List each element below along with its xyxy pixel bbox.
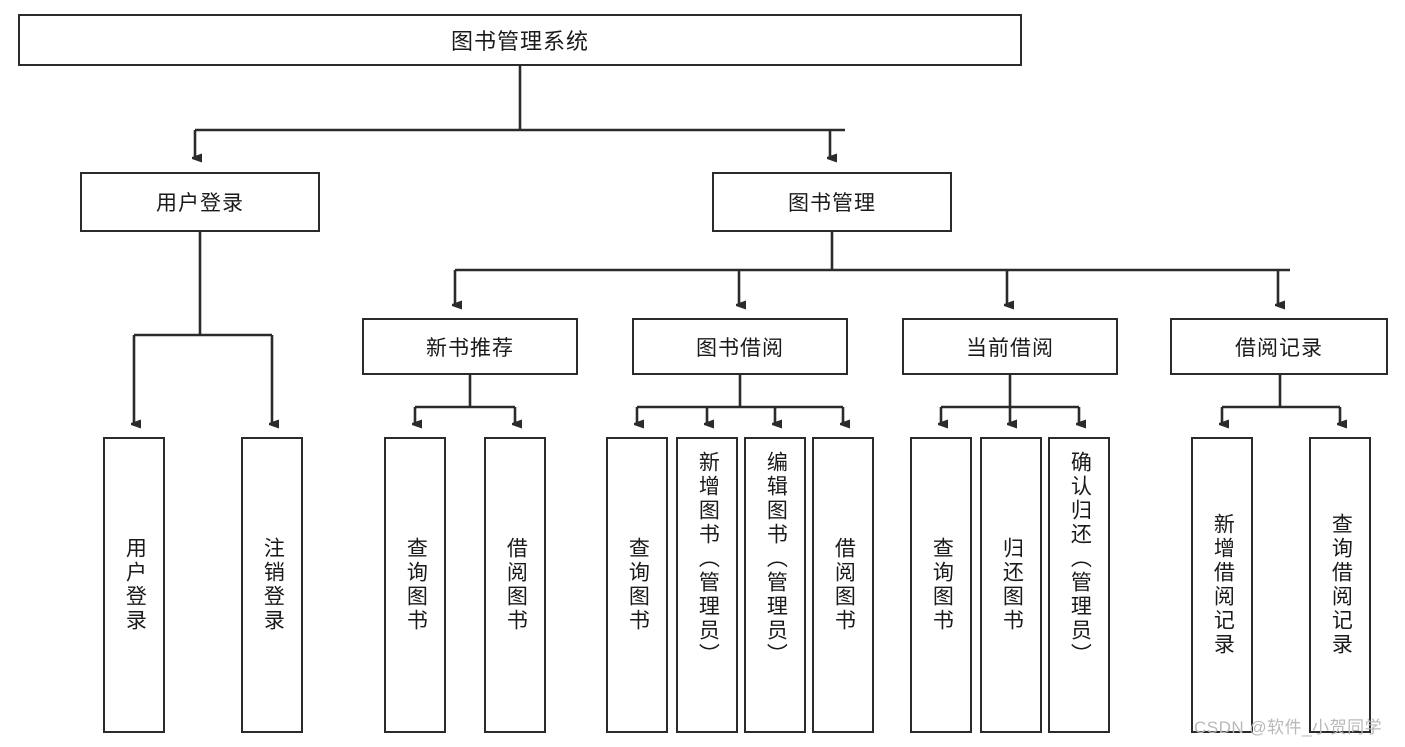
node-label: 用户登录 [123, 537, 147, 633]
node-book-management[interactable]: 图书管理 [712, 172, 952, 232]
node-leaf-query-record[interactable]: 查询借阅记录 [1309, 437, 1371, 733]
node-label: 借阅图书 [832, 537, 856, 633]
node-label: 借阅记录 [1235, 336, 1323, 360]
node-label: 查询图书 [626, 537, 650, 633]
node-root-system[interactable]: 图书管理系统 [18, 14, 1022, 66]
node-leaf-query-book-1[interactable]: 查询图书 [384, 437, 446, 733]
node-new-book-recommend[interactable]: 新书推荐 [362, 318, 578, 375]
node-label: 注销登录 [261, 537, 285, 633]
node-leaf-return-book[interactable]: 归还图书 [980, 437, 1042, 733]
node-label: 当前借阅 [966, 336, 1054, 360]
node-label: 图书借阅 [696, 336, 784, 360]
node-leaf-borrow-book-2[interactable]: 借阅图书 [812, 437, 874, 733]
node-label: 用户登录 [156, 192, 244, 215]
node-leaf-logout-login[interactable]: 注销登录 [241, 437, 303, 733]
node-label: 新增图书（管理员） [696, 451, 720, 667]
node-leaf-edit-book[interactable]: 编辑图书（管理员） [744, 437, 806, 733]
node-label: 编辑图书（管理员） [764, 451, 788, 667]
node-label: 确认归还（管理员） [1068, 451, 1092, 667]
node-label: 图书管理系统 [450, 29, 589, 54]
node-leaf-confirm-return[interactable]: 确认归还（管理员） [1048, 437, 1110, 733]
node-label: 图书管理 [788, 192, 876, 215]
node-label: 新书推荐 [426, 336, 514, 360]
node-label: 借阅图书 [504, 537, 528, 633]
node-label: 查询图书 [930, 537, 954, 633]
node-user-login[interactable]: 用户登录 [80, 172, 320, 232]
node-label: 查询借阅记录 [1329, 513, 1353, 657]
node-leaf-add-record[interactable]: 新增借阅记录 [1191, 437, 1253, 733]
node-leaf-borrow-book-1[interactable]: 借阅图书 [484, 437, 546, 733]
node-current-borrow[interactable]: 当前借阅 [902, 318, 1118, 375]
node-label: 新增借阅记录 [1211, 513, 1235, 657]
csdn-watermark: CSDN @软件_小贺同学 [1194, 718, 1383, 737]
node-label: 归还图书 [1000, 537, 1024, 633]
node-leaf-add-book[interactable]: 新增图书（管理员） [676, 437, 738, 733]
node-leaf-query-book-3[interactable]: 查询图书 [910, 437, 972, 733]
node-book-borrow[interactable]: 图书借阅 [632, 318, 848, 375]
node-borrow-record[interactable]: 借阅记录 [1170, 318, 1388, 375]
node-leaf-query-book-2[interactable]: 查询图书 [606, 437, 668, 733]
node-leaf-user-login[interactable]: 用户登录 [103, 437, 165, 733]
node-label: 查询图书 [404, 537, 428, 633]
